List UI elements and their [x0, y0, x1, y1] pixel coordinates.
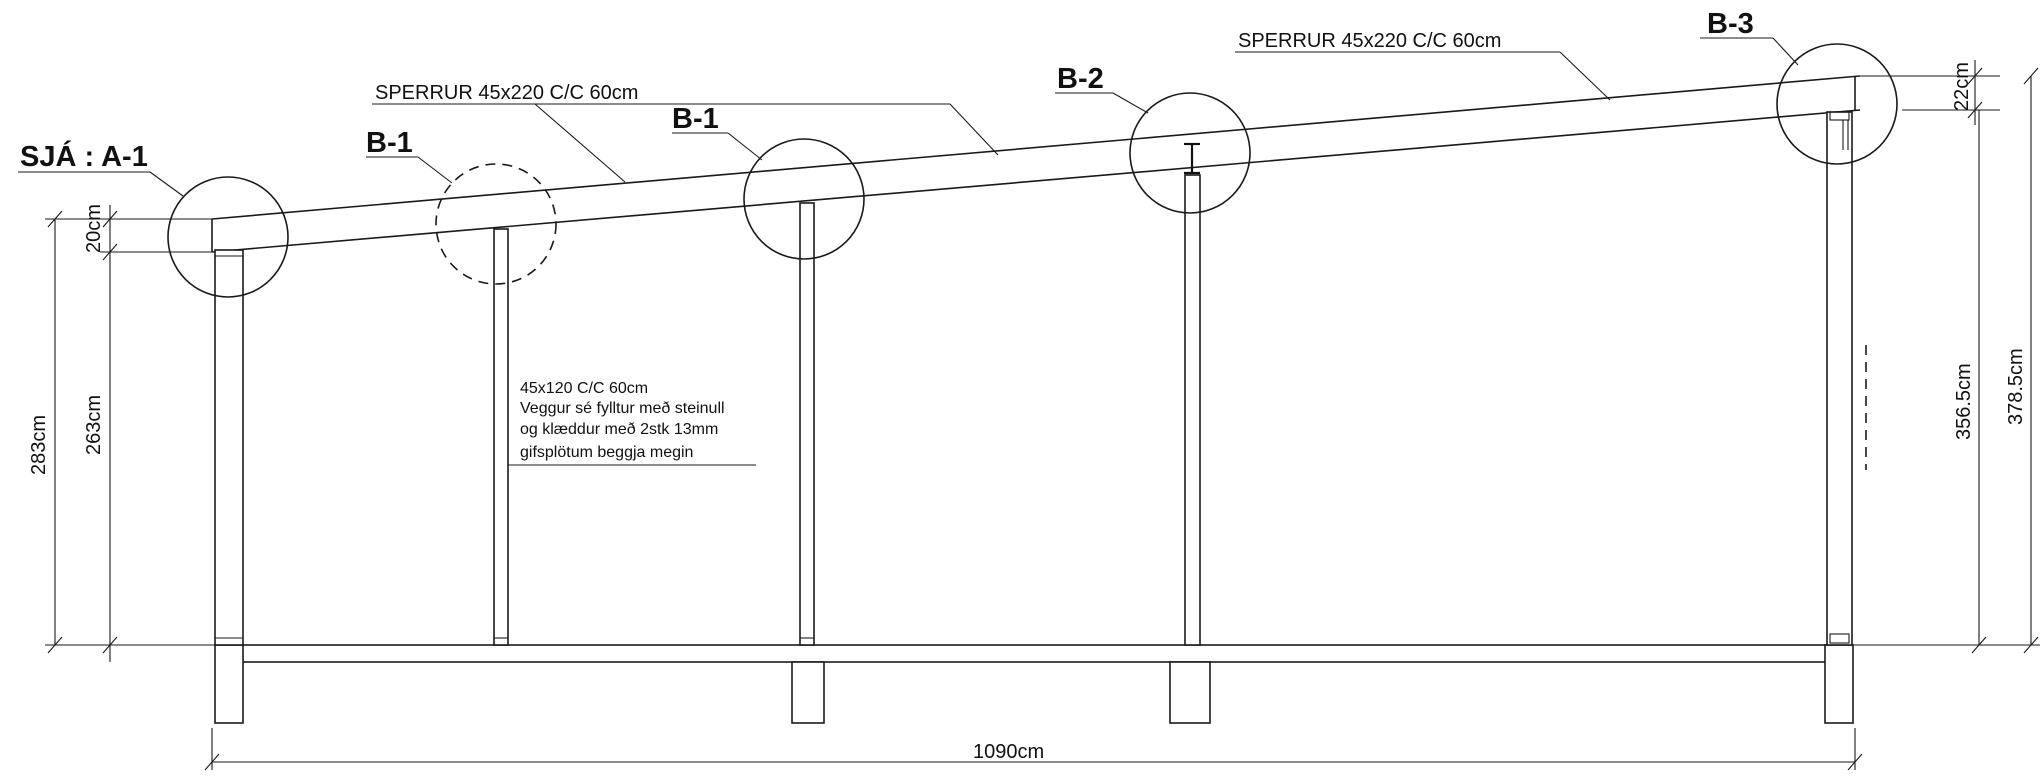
roof-rafter [211, 75, 1861, 253]
dimension-labels: 20cm 263cm 283cm 22cm 356.5cm 378.5cm 10… [28, 62, 2027, 763]
callout-a1[interactable]: SJÁ : A-1 [20, 139, 148, 173]
detail-circle-a1[interactable] [167, 176, 289, 298]
detail-circle-b2[interactable] [1129, 92, 1251, 214]
callout-b1-left[interactable]: B-1 [366, 127, 413, 159]
leader-lines [18, 37, 1799, 466]
callout-b1-right[interactable]: B-1 [672, 103, 719, 135]
wall-note-line: Veggur sé fylltur með steinull [520, 400, 725, 417]
detail-circle-b3[interactable] [1776, 43, 1898, 165]
wall-note-line: gifsplötum beggja megin [520, 444, 693, 461]
wall-note: 45x120 C/C 60cm Veggur sé fylltur með st… [520, 380, 725, 461]
dim-right-outer: 378.5cm [2005, 348, 2027, 425]
member-labels: SPERRUR 45x220 C/C 60cm SPERRUR 45x220 C… [375, 30, 1501, 104]
callout-b3[interactable]: B-3 [1707, 8, 1754, 40]
callout-b2[interactable]: B-2 [1057, 63, 1104, 95]
foundation-footings [214, 644, 1854, 724]
detail-markers [167, 43, 1898, 298]
dim-left-inner: 263cm [83, 395, 105, 455]
detail-circle-b1-left[interactable] [435, 163, 557, 285]
rafter-label-right: SPERRUR 45x220 C/C 60cm [1238, 30, 1501, 52]
dim-right-top: 22cm [1951, 62, 1973, 111]
dimension-lines [45, 60, 2040, 771]
dim-left-top: 20cm [83, 204, 105, 253]
wall-note-line: og klæddur með 2stk 13mm [520, 421, 718, 438]
wall-note-line: 45x120 C/C 60cm [520, 380, 648, 397]
callout-labels: SJÁ : A-1 B-1 B-1 B-2 B-3 [20, 8, 1754, 173]
dim-bottom: 1090cm [973, 741, 1044, 763]
floor-slab [235, 644, 1847, 663]
detail-circle-b1-right[interactable] [743, 138, 865, 260]
wall-posts [214, 111, 1853, 646]
dim-left-outer: 283cm [28, 415, 50, 475]
rafter-label-left: SPERRUR 45x220 C/C 60cm [375, 82, 638, 104]
dim-right-inner: 356.5cm [1953, 363, 1975, 440]
